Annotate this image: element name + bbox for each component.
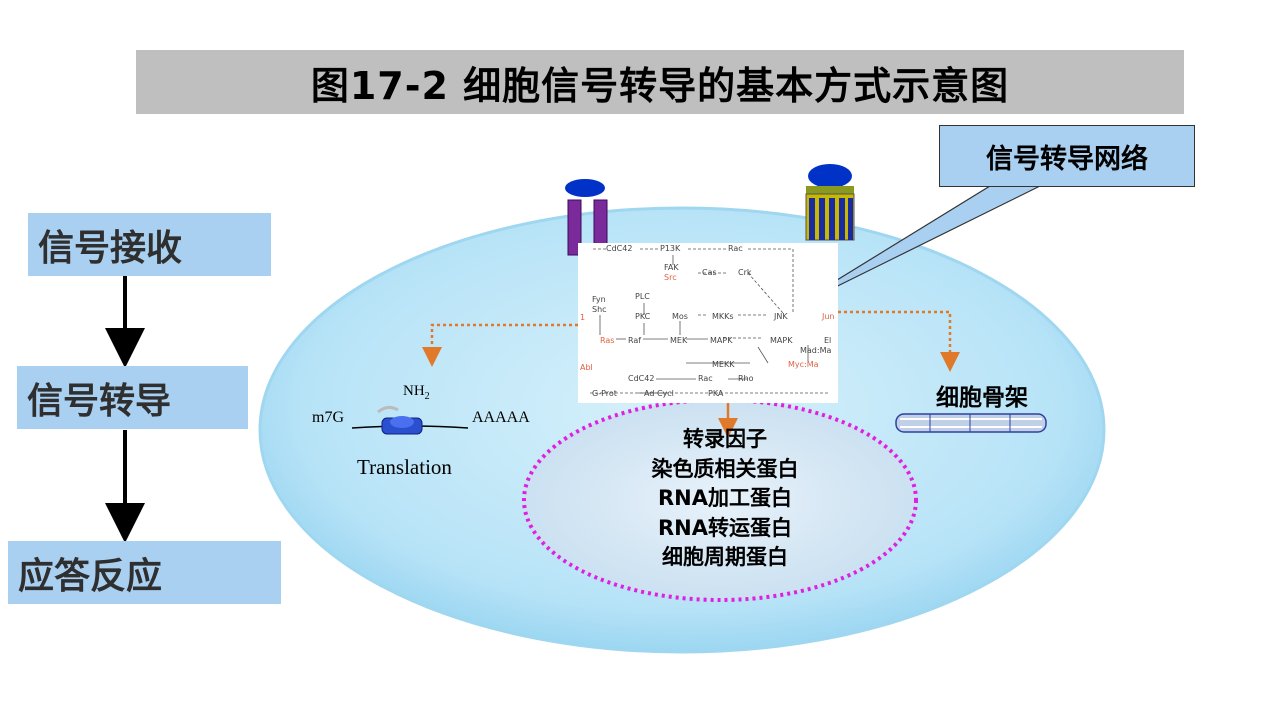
slide-title: 图17-2 细胞信号转导的基本方式示意图 [136, 50, 1184, 114]
arrow-to-translation [422, 323, 578, 367]
step-signal-reception: 信号接收 [28, 213, 271, 276]
arrow-to-cytoskeleton [838, 310, 960, 372]
cytoskeleton-label: 细胞骨架 [936, 385, 1028, 411]
signal-network-panel: CdC42 P13K Rac FAK Src Cas Crk Fyn Shc P… [578, 243, 838, 403]
nucleus-protein-list: 转录因子 染色质相关蛋白 RNA加工蛋白 RNA转运蛋白 细胞周期蛋白 [590, 425, 860, 573]
node-rac-bot: Rac [698, 374, 713, 383]
step-response: 应答反应 [8, 541, 281, 604]
node-raf: Raf [628, 336, 642, 345]
node-mapk-b: MAPK [770, 336, 793, 345]
node-p13k: P13K [660, 244, 681, 253]
node-fak: FAK [664, 263, 679, 272]
node-madmax: Mad:Ma [800, 346, 832, 355]
node-mekk: MEKK [712, 360, 735, 369]
nucleus-protein-item: 转录因子 [683, 427, 767, 451]
node-cdc42-bot: CdC42 [628, 374, 655, 383]
node-pkc: PKC [635, 312, 651, 321]
node-crk: Crk [738, 268, 752, 277]
node-one: 1 [580, 313, 586, 322]
node-pka: PKA [708, 389, 724, 398]
nh2-label: NH2 [403, 383, 430, 402]
node-cas: Cas [702, 268, 717, 277]
cytoskeleton-filament [895, 413, 1047, 433]
nh2-subscript: 2 [424, 391, 430, 402]
node-shc: Shc [592, 305, 607, 314]
node-abl: Abl [580, 363, 593, 372]
node-src: Src [664, 273, 677, 282]
node-rho: Rho [738, 374, 754, 383]
node-cdc42-top: CdC42 [606, 244, 633, 253]
node-ras: Ras [600, 336, 615, 345]
nh2-text: NH [403, 383, 425, 399]
nucleus-protein-item: 染色质相关蛋白 [651, 456, 799, 481]
translation-label: Translation [357, 455, 452, 479]
node-mos: Mos [672, 312, 688, 321]
node-mek: MEK [670, 336, 688, 345]
nucleus-protein-item: 细胞周期蛋白 [662, 545, 788, 569]
step-signal-transduction: 信号转导 [17, 366, 248, 429]
node-fyn: Fyn [592, 295, 606, 304]
node-adcycl: Ad Cycl [644, 389, 674, 398]
receptor-right [805, 164, 855, 241]
node-rac-top: Rac [728, 244, 743, 253]
receptor-left [565, 179, 608, 256]
node-jun: Jun [822, 312, 835, 321]
network-links [590, 248, 828, 394]
node-mapk-a: MAPK [710, 336, 733, 345]
m7g-cap-label: m7G [312, 409, 344, 426]
node-jnk: JNK [774, 312, 788, 321]
nucleus-protein-item: RNA加工蛋白 [658, 486, 792, 510]
nucleus-protein-item: RNA转运蛋白 [658, 515, 792, 540]
poly-a-label: AAAAA [472, 409, 530, 426]
node-mkks: MKKs [712, 312, 734, 321]
node-mycmax: Myc:Ma [788, 360, 819, 369]
node-gprot: G-Prot [592, 389, 617, 398]
ribosome-mrna [351, 405, 469, 435]
callout-signal-network: 信号转导网络 [939, 125, 1195, 187]
node-elk: El [824, 336, 832, 345]
node-plc: PLC [635, 292, 650, 301]
